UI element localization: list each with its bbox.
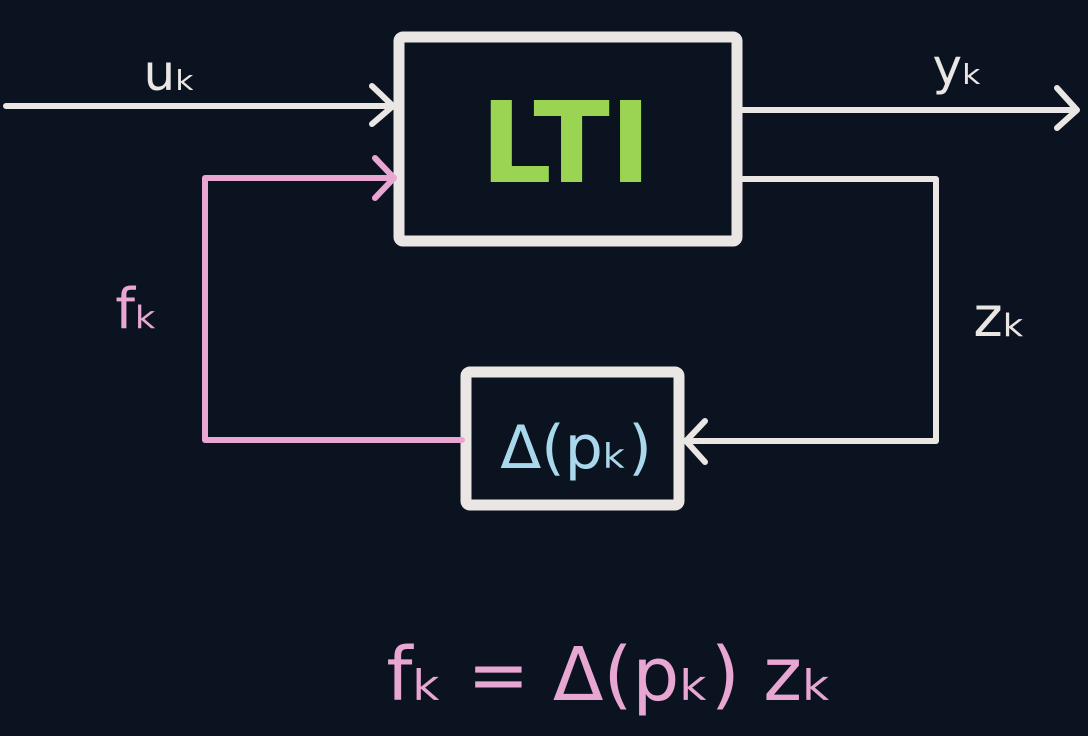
feedback-signal-label: fₖ [115,277,159,342]
equation: fₖ = Δ(pₖ) zₖ [386,632,833,718]
lti-label: LTI [481,79,652,209]
output-arrowhead [1054,85,1080,131]
output-signal-label: yₖ [933,38,984,96]
performance-path [685,176,939,444]
input-signal-label: uₖ [144,44,197,102]
feedback-arrowhead [372,155,397,201]
delta-block [460,366,685,511]
performance-signal-label: zₖ [973,285,1026,350]
lti-block [393,31,743,247]
input-arrowhead [369,83,396,127]
feedback-path [202,175,465,443]
performance-arrowhead [683,418,708,465]
delta-label: Δ(pₖ) [500,413,652,483]
